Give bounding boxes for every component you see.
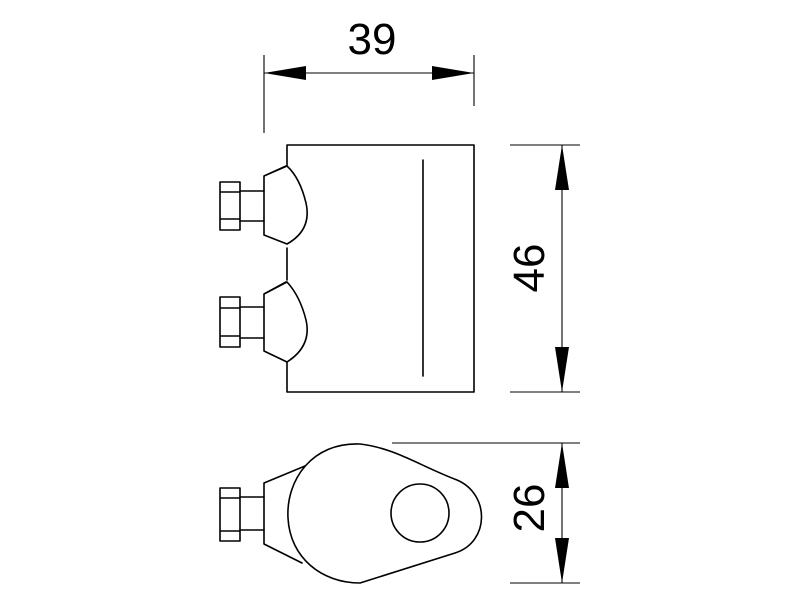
upper-bolt-hex-head <box>219 181 241 231</box>
width-dimension: 39 <box>263 15 475 133</box>
front-view <box>219 144 475 393</box>
bottom-bolt-hex-head <box>219 487 241 542</box>
height-dimension-label: 46 <box>505 244 554 293</box>
bottom-hole <box>390 483 450 543</box>
depth-arrow-top <box>555 443 569 488</box>
bottom-bolt-shank <box>239 496 265 531</box>
front-body-outline <box>286 144 475 393</box>
lower-bolt-washer <box>263 281 308 363</box>
height-dimension: 46 <box>505 144 580 393</box>
bottom-clamp-block <box>263 465 306 564</box>
width-arrow-left <box>264 66 306 80</box>
lower-bolt-shank <box>239 306 265 339</box>
upper-bolt-shank <box>239 190 265 222</box>
height-arrow-top <box>555 145 569 190</box>
bottom-lug-outline <box>287 443 483 584</box>
width-dimension-label: 39 <box>348 15 397 64</box>
depth-arrow-bottom <box>555 538 569 583</box>
width-arrow-right <box>432 66 474 80</box>
lower-bolt-hex-head <box>219 296 241 348</box>
upper-bolt <box>219 165 308 245</box>
height-arrow-bottom <box>555 347 569 392</box>
bottom-view <box>219 443 483 584</box>
lower-bolt <box>219 281 308 363</box>
upper-bolt-washer <box>263 165 308 245</box>
depth-dimension-label: 26 <box>505 484 554 533</box>
depth-dimension: 26 <box>392 442 580 584</box>
